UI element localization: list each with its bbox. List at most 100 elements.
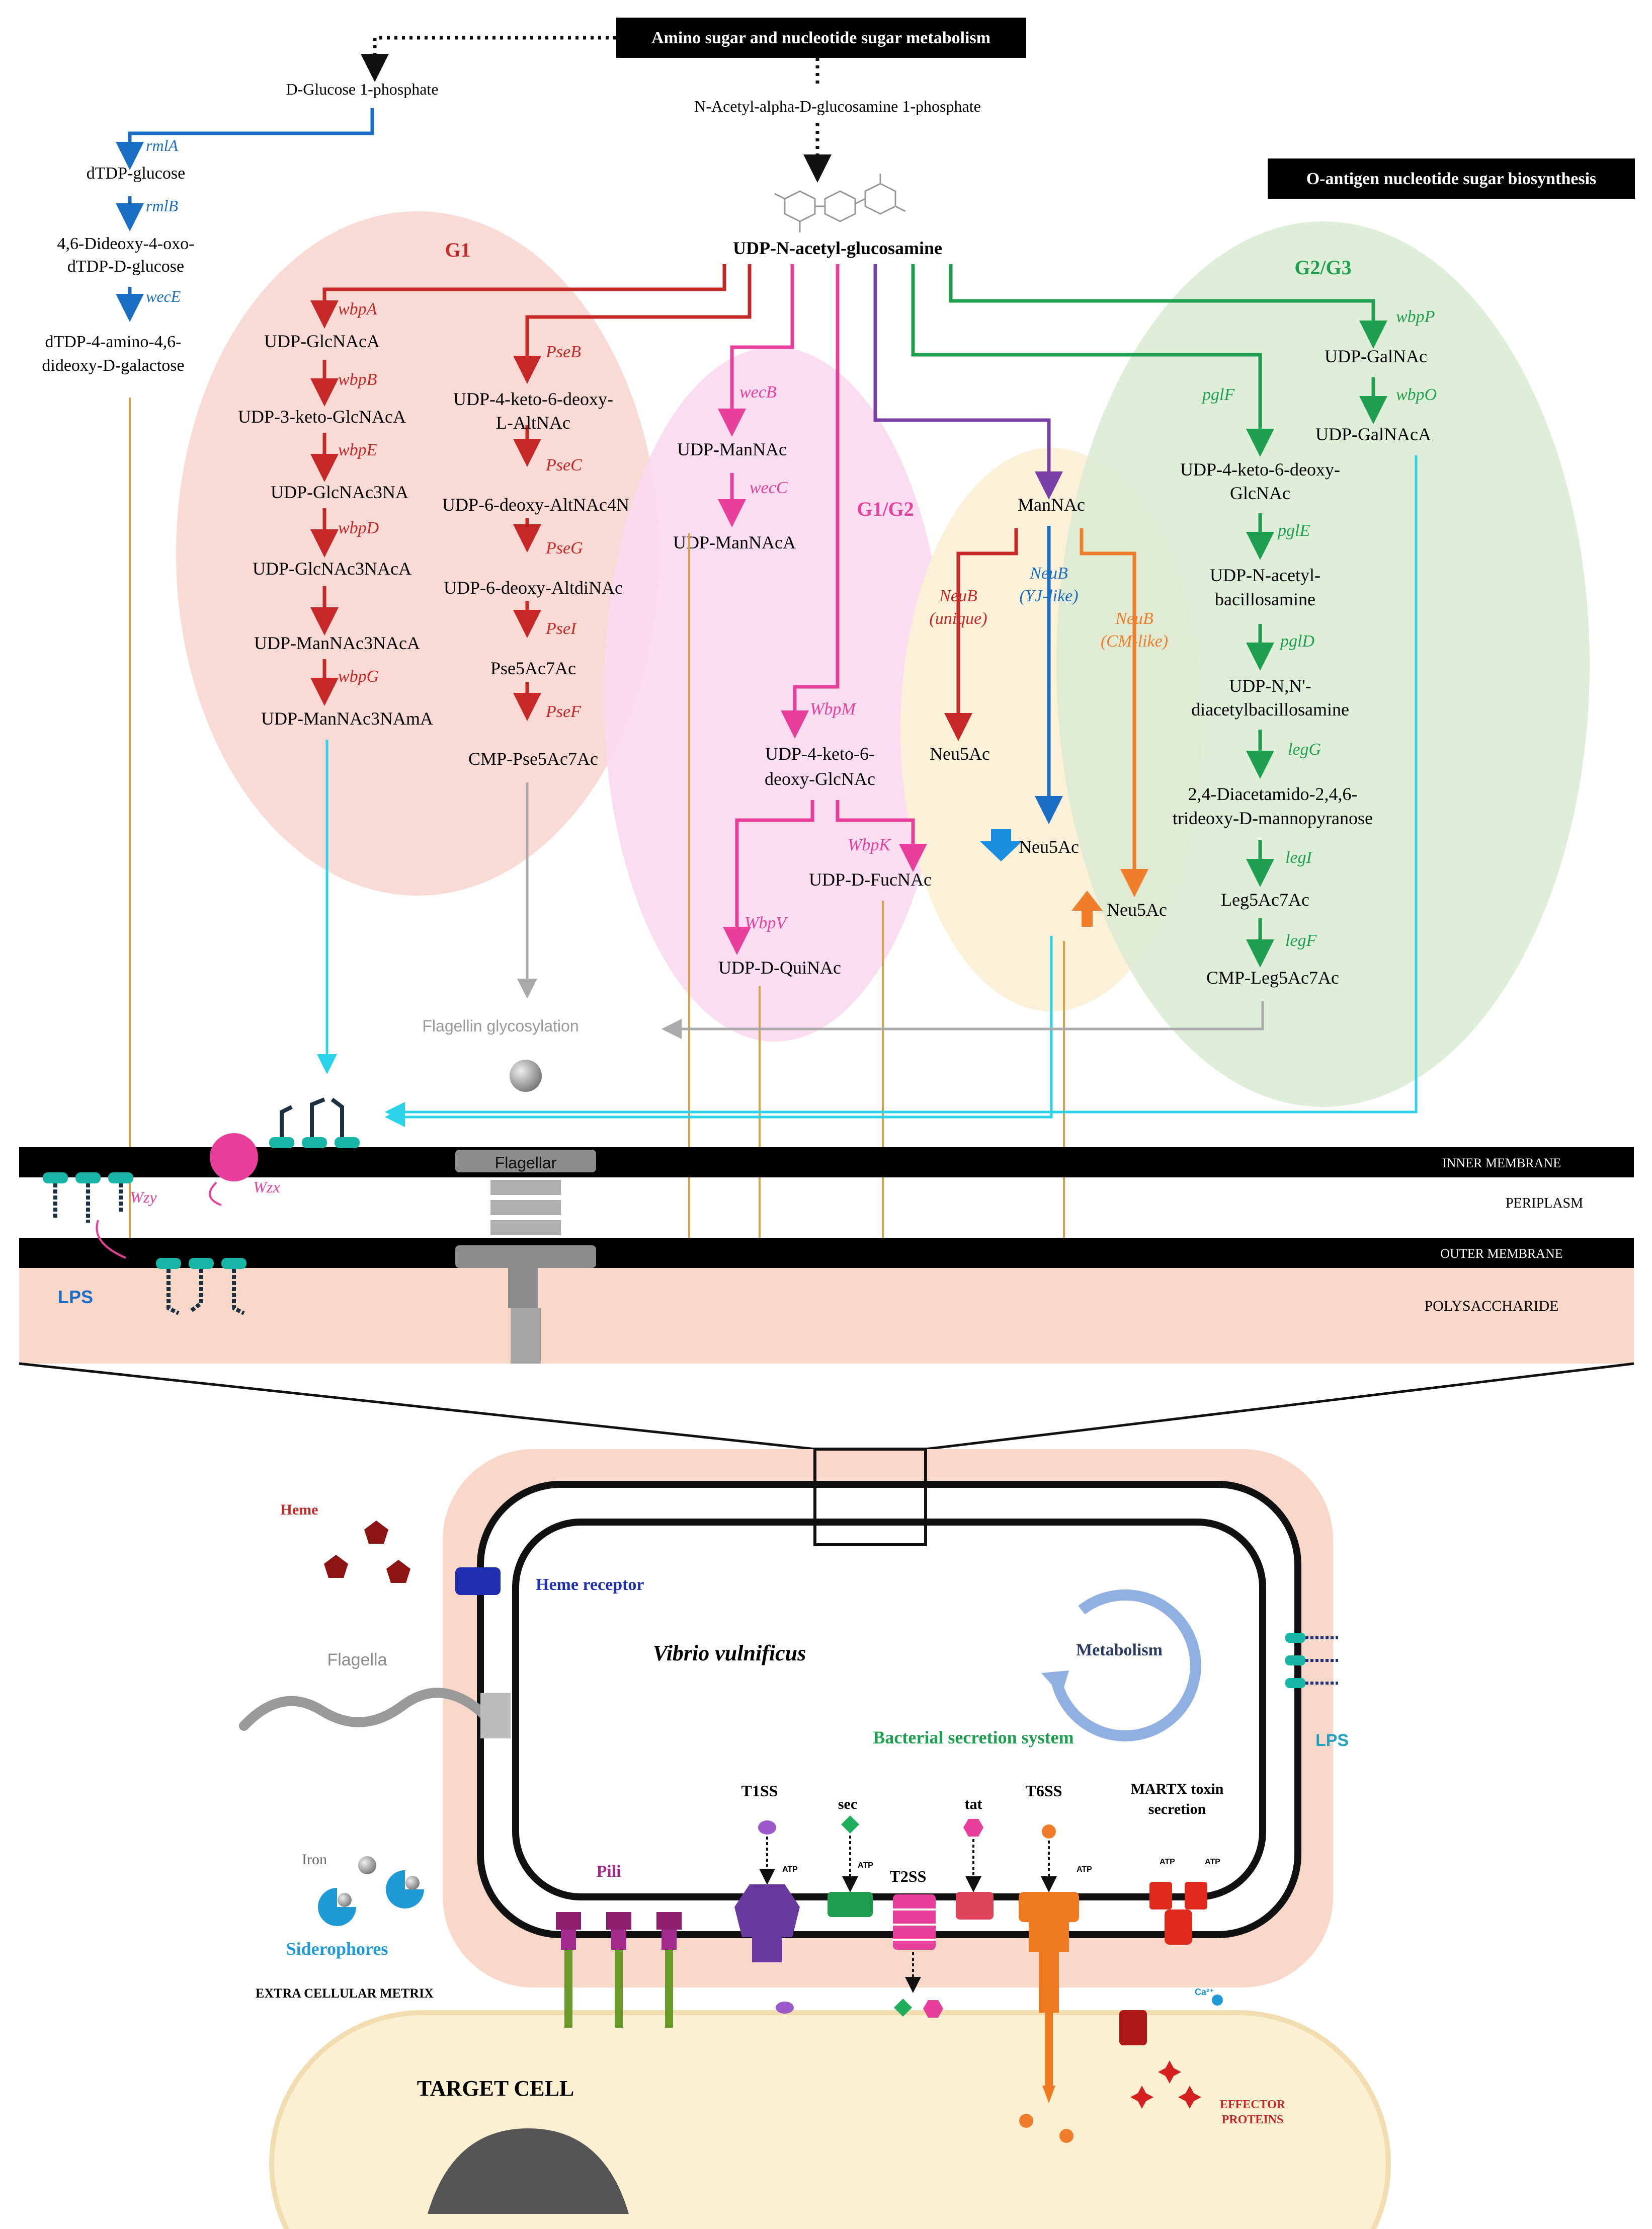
- gene-label: wbpB: [338, 370, 377, 389]
- gene-label: wbpO: [1396, 385, 1437, 404]
- compound-label: UDP-GlcNAc3NA: [271, 482, 408, 502]
- gene-label: WbpM: [810, 700, 856, 719]
- compound-label: UDP-3-keto-GlcNAcA: [238, 407, 406, 427]
- compound-label: deoxy-GlcNAc: [765, 769, 875, 789]
- up-arrow-icon: [1071, 891, 1103, 927]
- g2g3-region: [1056, 221, 1590, 1107]
- martx-label: MARTX toxin: [1131, 1781, 1224, 1797]
- calcium-label: Ca²⁺: [1195, 1987, 1214, 1997]
- gene-label: rmlA: [146, 136, 178, 154]
- outer-membrane-label: OUTER MEMBRANE: [1440, 1246, 1562, 1261]
- compound-label: UDP-ManNAcA: [673, 532, 796, 552]
- t1ss-product: [776, 2002, 794, 2014]
- compound-label: UDP-ManNAc3NAmA: [261, 708, 433, 729]
- compound-label: trideoxy-D-mannopyranose: [1173, 808, 1373, 828]
- gene-label: legI: [1285, 848, 1313, 867]
- compound-label: CMP-Pse5Ac7Ac: [468, 749, 598, 769]
- cyan-arrow: [385, 936, 1053, 1127]
- compound-label: UDP-D-FucNAc: [809, 869, 932, 890]
- zoom-line: [925, 1362, 1634, 1451]
- compound-label: UDP-ManNAc3NAcA: [254, 633, 420, 653]
- wzy-label: Wzy: [130, 1188, 157, 1206]
- compound-label: UDP-4-keto-6-deoxy-: [453, 389, 613, 409]
- gene-label: wecC: [750, 479, 788, 497]
- gene-label: rmlB: [146, 197, 178, 215]
- down-arrow-icon: [980, 829, 1022, 861]
- group-g1g2: G1/G2: [857, 498, 914, 520]
- compound-label: UDP-N,N'-: [1229, 676, 1311, 696]
- heme-receptor-label: Heme receptor: [536, 1575, 644, 1594]
- gene-label: wbpP: [1396, 307, 1435, 326]
- compound-label: UDP-N-acetyl-: [1210, 565, 1320, 585]
- pili: [556, 1912, 682, 2028]
- species-label: Vibrio vulnificus: [653, 1641, 806, 1665]
- zoom-box: [813, 1448, 927, 1546]
- gray-arrow: [662, 1001, 1264, 1039]
- pink-arrow: [723, 800, 814, 955]
- gene-label: wbpD: [338, 519, 379, 537]
- effector-label: EFFECTOR: [1220, 2098, 1286, 2111]
- compound-label: dTDP-4-amino-4,6-: [45, 333, 181, 351]
- wzx-transporter: [210, 1133, 258, 1181]
- compound-label: UDP-GlcNAc3NAcA: [253, 559, 411, 579]
- t6ss-product: [1019, 2114, 1033, 2128]
- compound-label: 4,6-Dideoxy-4-oxo-: [57, 234, 195, 253]
- tat-substrate: [963, 1819, 983, 1837]
- gene-label: PseC: [545, 456, 582, 474]
- compound-label: UDP-4-keto-6-deoxy-: [1180, 459, 1340, 480]
- compound-label: CMP-Leg5Ac7Ac: [1206, 968, 1339, 988]
- calcium-ion: [1212, 1995, 1223, 2006]
- gene-label: wbpE: [338, 441, 377, 459]
- amino-sugar-header: Amino sugar and nucleotide sugar metabol…: [651, 29, 990, 47]
- pentagon-heme-icon: [324, 1521, 410, 1583]
- siderophore-icon: [318, 1870, 424, 1926]
- tat-channel: [956, 1892, 994, 1920]
- compound-label: bacillosamine: [1215, 589, 1315, 609]
- t2ss-channel: [893, 1894, 936, 1950]
- flagellar-label: Flagellar: [495, 1154, 557, 1172]
- compound-label: dideoxy-D-galactose: [42, 356, 184, 375]
- gene-label: wecE: [146, 287, 181, 305]
- target-cell-label: TARGET CELL: [417, 2076, 574, 2101]
- green-arrow: [949, 264, 1387, 349]
- pink-arrow: [836, 800, 927, 872]
- flagella-label: Flagella: [327, 1650, 387, 1669]
- gene-label: wbpG: [338, 667, 379, 686]
- compound-label: UDP-GalNAcA: [1315, 424, 1431, 444]
- heme-receptor: [455, 1567, 501, 1595]
- gene-label: PseI: [545, 619, 577, 638]
- gene-label: (unique): [929, 609, 987, 628]
- sec-substrate: [841, 1815, 859, 1834]
- compound-label: UDP-D-QuiNAc: [718, 958, 841, 978]
- metabolism-cycle-icon: [1041, 1589, 1201, 1741]
- t1ss-channel: [734, 1884, 800, 1937]
- cyan-arrow: [385, 455, 1418, 1122]
- martx-transporter: [1149, 1882, 1207, 1945]
- group-g2g3: G2/G3: [1294, 256, 1351, 279]
- red-arrow: [310, 264, 726, 329]
- siderophores-label: Siderophores: [286, 1939, 388, 1959]
- t6ss-label: T6SS: [1026, 1782, 1062, 1800]
- compound-label: UDP-GlcNAcA: [264, 331, 380, 351]
- amino-sugar-header-box: [616, 18, 1026, 58]
- atp-label: ATP: [1077, 1865, 1092, 1874]
- red-arrow: [513, 264, 752, 384]
- effector-pore: [1119, 2010, 1147, 2045]
- sec-label: sec: [838, 1796, 857, 1812]
- compound-label: L-AltNAc: [496, 413, 570, 433]
- gene-label: PseB: [545, 343, 581, 361]
- iron-ball: [358, 1856, 376, 1874]
- o-antigen-header-box: [1268, 158, 1635, 199]
- zoom-line: [19, 1362, 815, 1451]
- polysaccharide-band: [19, 1268, 1634, 1364]
- metabolism-label: Metabolism: [1076, 1641, 1163, 1659]
- compound-label: UDP-ManNAc: [677, 439, 787, 459]
- effector-label: PROTEINS: [1222, 2113, 1284, 2126]
- cell-lps-label: LPS: [1315, 1731, 1349, 1750]
- iron-label: Iron: [302, 1851, 327, 1868]
- gene-label: PseF: [545, 702, 582, 721]
- red-arrow: [944, 528, 1018, 741]
- cell-lps: [1285, 1633, 1338, 1688]
- orange-arrow: [1080, 528, 1148, 897]
